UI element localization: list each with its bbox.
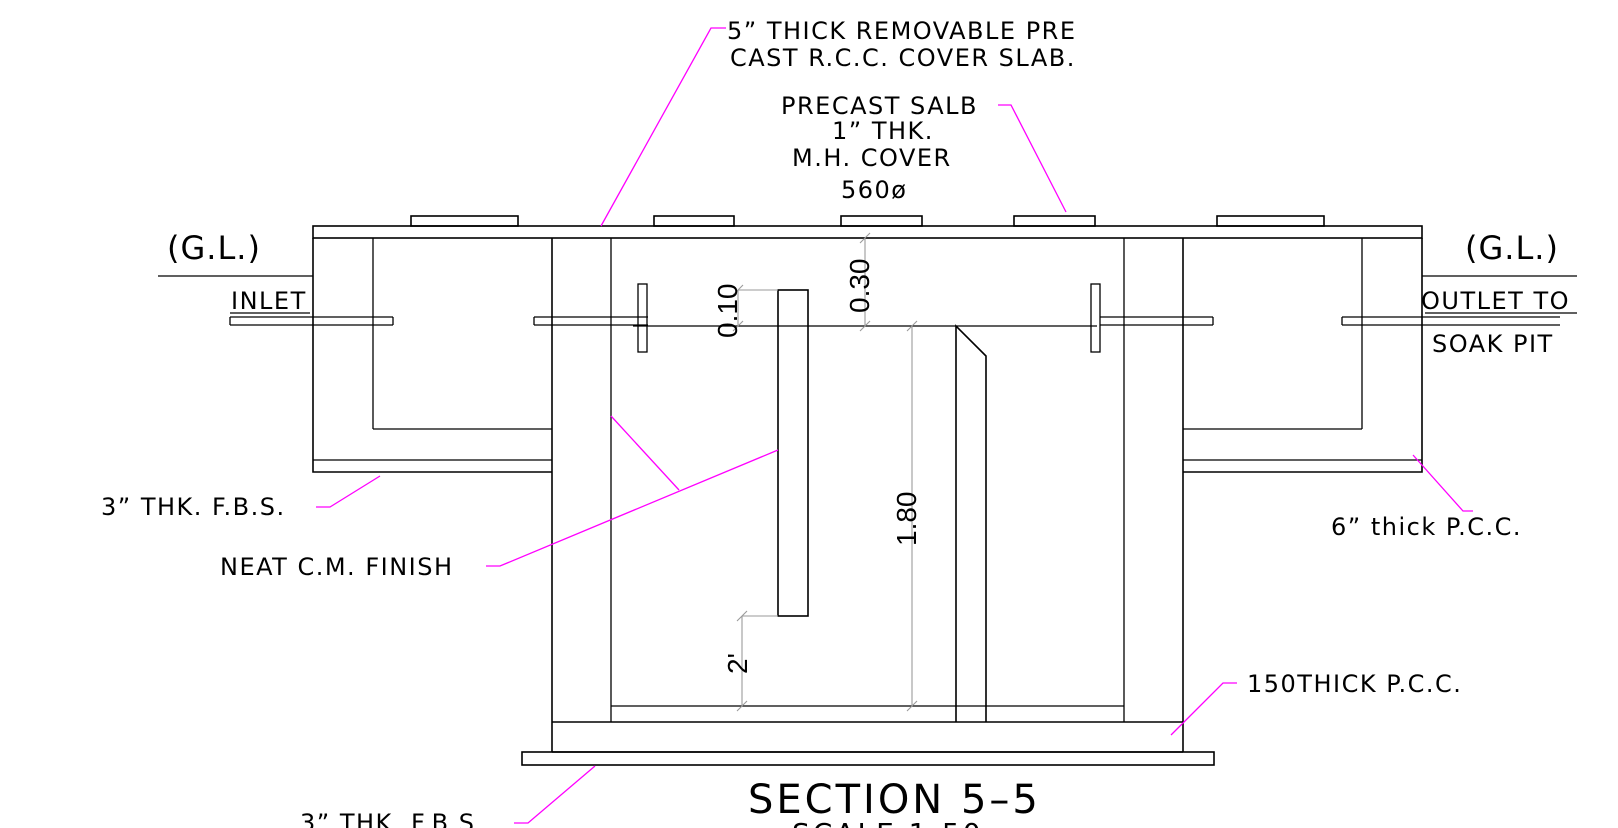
leader-neat-finish-2 [610, 415, 680, 491]
section-title: SECTION 5–5 [748, 777, 1041, 823]
leader-fbs-left [316, 475, 381, 508]
pipes [229, 283, 1560, 353]
label-outlet-1: OUTLET TO [1421, 287, 1570, 315]
leader-lines [316, 27, 1473, 824]
manhole-cover-4 [1013, 215, 1096, 227]
label-cover-slab-1: 5” THICK REMOVABLE PRE [727, 17, 1077, 45]
dim-0-10: 0.10 [712, 284, 743, 339]
label-ground-level-right: (G.L.) [1465, 229, 1559, 267]
structure-linework [312, 215, 1423, 766]
label-neat-finish: NEAT C.M. FINISH [220, 553, 454, 581]
partition-wall [955, 324, 987, 722]
baffle-wall [777, 289, 809, 617]
dim-2-ft: 2' [722, 653, 753, 674]
dimension-lines [732, 232, 918, 712]
outlet-tee [1090, 283, 1101, 353]
label-ground-level-left: (G.L.) [167, 229, 261, 267]
dim-0-30: 0.30 [844, 259, 875, 314]
label-precast-3: M.H. COVER [792, 144, 952, 172]
leader-neat-finish [486, 449, 779, 567]
manhole-cover-2 [653, 215, 735, 227]
label-precast-2: 1” THK. [832, 117, 934, 145]
label-cover-slab-2: CAST R.C.C. COVER SLAB. [730, 44, 1076, 72]
dim-1-80: 1.80 [891, 492, 922, 547]
label-outlet-2: SOAK PIT [1432, 330, 1554, 358]
base-slab [521, 751, 1215, 766]
label-pcc-6: 6” thick P.C.C. [1331, 513, 1522, 541]
label-pcc-150: 150THICK P.C.C. [1247, 670, 1462, 698]
label-inlet: INLET [231, 287, 307, 315]
right-chamber-outer [1183, 238, 1423, 473]
leader-fbs-bottom [514, 765, 596, 824]
label-precast-1: PRECAST SALB [781, 92, 978, 120]
inlet-tee [637, 283, 648, 353]
label-fbs-bottom: 3” THK. F.B.S. [300, 809, 485, 828]
leader-pcc-6 [1412, 454, 1473, 512]
section-scale: SCALE 1:50 [792, 817, 984, 828]
leader-pcc-150 [1170, 682, 1237, 736]
label-precast-4: 560ø [841, 176, 908, 204]
left-chamber-outer [312, 238, 552, 473]
leader-precast [998, 104, 1067, 213]
manhole-cover-1 [410, 215, 519, 227]
manhole-cover-5 [1216, 215, 1325, 227]
leader-cover-slab [600, 27, 726, 227]
manhole-cover-3 [840, 215, 923, 227]
label-fbs-left: 3” THK. F.B.S. [101, 493, 286, 521]
